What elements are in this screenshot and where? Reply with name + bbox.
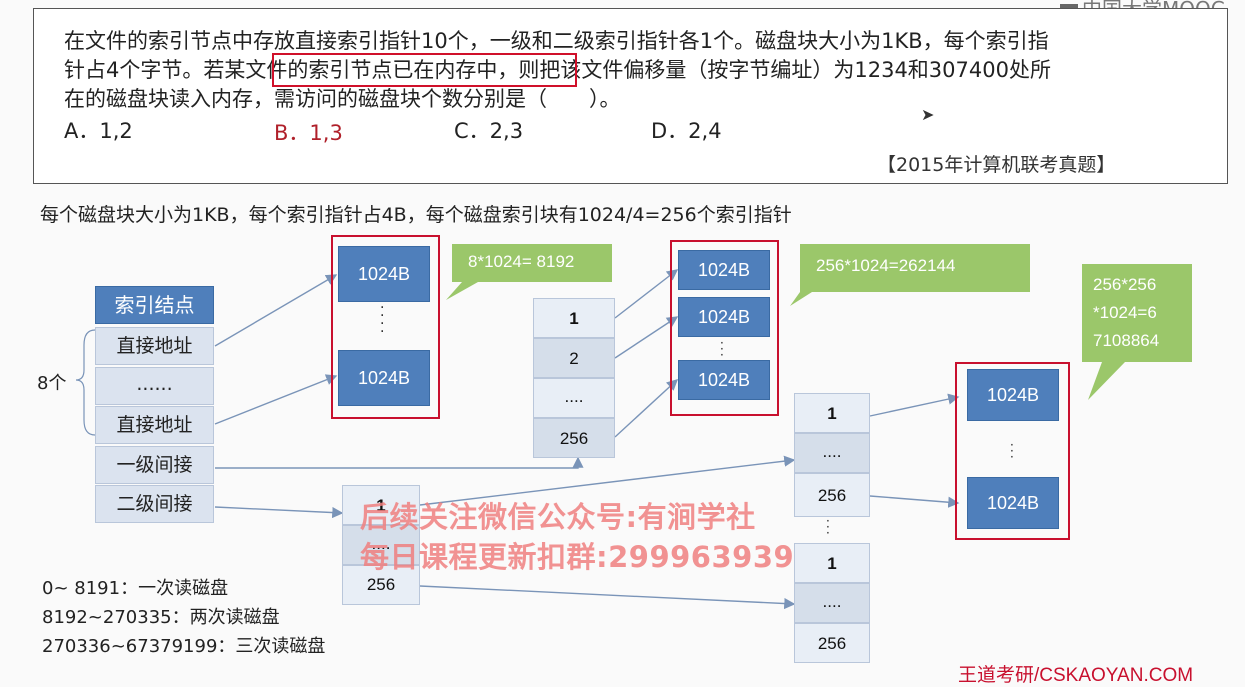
inode-header: 索引结点 xyxy=(95,286,214,324)
callout-double-text-3: 7108864 xyxy=(1093,331,1160,350)
option-a: A．1,2 xyxy=(64,119,133,143)
vertical-ellipsis: ··· xyxy=(826,514,830,540)
question-line-2: 针占4个字节。若某文件的索引节点已在内存中，则把该文件偏移量（按字节编址）为12… xyxy=(64,58,1051,82)
option-c: C．2,3 xyxy=(454,119,524,143)
watermark-line-2: 每日课程更新扣群:299963939 xyxy=(360,540,795,574)
inode-row-ellipsis: ...... xyxy=(95,367,214,405)
watermark-line-1: 后续关注微信公众号:有涧学社 xyxy=(360,500,756,534)
callout-single-text: 256*1024=262144 xyxy=(816,256,956,275)
l3-index-a-entry-dots: .... xyxy=(794,433,870,473)
option-d: D．2,4 xyxy=(651,119,722,143)
callout-single-shape xyxy=(790,244,1030,306)
option-b: B．1,3 xyxy=(274,121,343,145)
data-block: 1024B xyxy=(678,250,770,290)
callout-double-text-2: *1024=6 xyxy=(1093,303,1157,322)
range-three-reads: 270336~67379199：三次读磁盘 xyxy=(42,636,326,657)
inode-row-single-indirect: 一级间接 xyxy=(95,446,214,484)
direct-blocks-group xyxy=(331,235,440,419)
l3-index-b-entry-256: 256 xyxy=(794,623,870,663)
footer-brand: 王道考研/CSKAOYAN.COM xyxy=(958,665,1194,686)
vertical-ellipsis: ··· xyxy=(720,336,724,362)
index-entry-256: 256 xyxy=(533,418,615,458)
arrow-l3-1 xyxy=(869,393,960,417)
index-entry-1: 1 xyxy=(533,298,615,338)
l2-index-entry-dots: .... xyxy=(342,525,420,565)
callout-direct-text: 8*1024= 8192 xyxy=(468,252,575,271)
mouse-cursor-icon: ➤ xyxy=(921,105,935,124)
data-block: 1024B xyxy=(967,477,1059,529)
l2-index-entry-1: 1 xyxy=(342,485,420,525)
index-entry-dots: .... xyxy=(533,378,615,418)
arrow-l3-256 xyxy=(869,495,960,508)
data-block: 1024B xyxy=(338,246,430,302)
data-block: 1024B xyxy=(967,369,1059,421)
callout-direct-shape xyxy=(446,244,612,300)
vertical-ellipsis: ···· xyxy=(380,300,385,340)
arrow-double-indirect xyxy=(214,506,344,519)
inode-row-double-indirect: 二级间接 xyxy=(95,485,214,523)
l3-index-a-entry-256: 256 xyxy=(794,473,870,517)
data-block: 1024B xyxy=(678,360,770,400)
arrow-l1-1 xyxy=(614,269,679,319)
question-line-3: 在的磁盘块读入内存，需访问的磁盘块个数分别是（ ）。 xyxy=(64,87,621,111)
inode-row-direct-first: 直接地址 xyxy=(95,327,214,365)
data-block: 1024B xyxy=(678,297,770,337)
explanation-text: 每个磁盘块大小为1KB，每个索引指针占4B，每个磁盘索引块有1024/4=256… xyxy=(40,204,792,226)
vertical-ellipsis: ··· xyxy=(1010,438,1014,464)
arrow-l2-256 xyxy=(419,585,796,610)
l3-index-b-entry-1: 1 xyxy=(794,543,870,583)
range-one-read: 0~ 8191：一次读磁盘 xyxy=(42,578,229,599)
index-entry-2: 2 xyxy=(533,338,615,378)
l3-index-b-entry-dots: .... xyxy=(794,583,870,623)
question-box: 在文件的索引节点中存放直接索引指针10个，一级和二级索引指针各1个。磁盘块大小为… xyxy=(33,8,1228,184)
question-line-1: 在文件的索引节点中存放直接索引指针10个，一级和二级索引指针各1个。磁盘块大小为… xyxy=(64,29,1049,53)
question-source: 【2015年计算机联考真题】 xyxy=(877,154,1116,176)
callout-double-text-1: 256*256 xyxy=(1093,275,1157,294)
arrow-l1-256 xyxy=(614,379,679,438)
arrow-l2-1 xyxy=(419,455,796,506)
data-block: 1024B xyxy=(338,350,430,406)
highlight-box xyxy=(272,53,577,87)
arrow-single-indirect xyxy=(215,456,584,469)
l3-index-a-entry-1: 1 xyxy=(794,393,870,433)
brace xyxy=(75,329,96,436)
range-two-reads: 8192~270335：两次读磁盘 xyxy=(42,607,280,628)
single-indirect-blocks-group xyxy=(670,240,779,416)
direct-count-label: 8个 xyxy=(37,373,67,394)
arrow-direct-1 xyxy=(214,274,338,347)
inode-row-direct-last: 直接地址 xyxy=(95,406,214,444)
double-indirect-blocks-group xyxy=(955,362,1070,540)
arrow-direct-2 xyxy=(214,374,338,425)
callout-double-shape xyxy=(1082,264,1192,400)
arrow-l1-2 xyxy=(614,316,679,359)
l2-index-entry-256: 256 xyxy=(342,565,420,605)
